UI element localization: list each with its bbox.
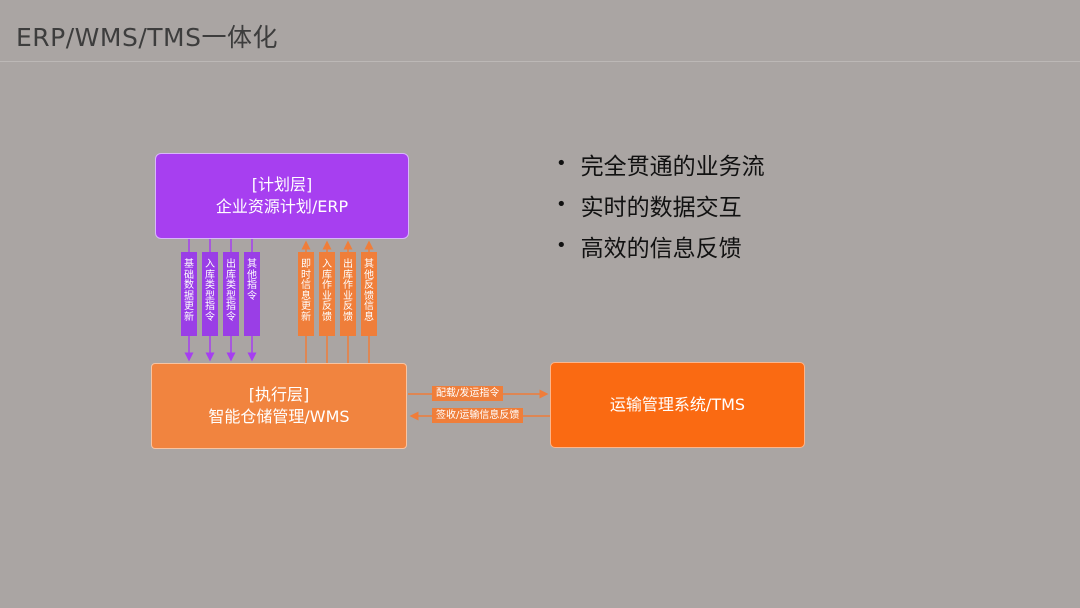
page-title: ERP/WMS/TMS一体化 — [16, 23, 278, 52]
erp-box: [计划层] 企业资源计划/ERP — [155, 153, 409, 239]
up-label-1: 即时信息更新 — [298, 252, 314, 336]
tms-box: 运输管理系统/TMS — [550, 362, 805, 448]
wms-box: [执行层] 智能仓储管理/WMS — [151, 363, 407, 449]
down-label-3: 出库类型指令 — [223, 252, 239, 336]
title-divider — [0, 61, 1080, 62]
up-label-2: 入库作业反馈 — [319, 252, 335, 336]
down-label-4: 其他指令 — [244, 252, 260, 336]
tms-system-label: 运输管理系统/TMS — [609, 395, 746, 414]
bullet-item: •高效的信息反馈 — [556, 235, 742, 262]
down-label-2: 入库类型指令 — [202, 252, 218, 336]
to-wms-label: 签收/运输信息反馈 — [432, 408, 524, 423]
bullet-list: •完全贯通的业务流 •实时的数据交互 •高效的信息反馈 — [556, 143, 765, 266]
up-label-4: 其他反馈信息 — [361, 252, 377, 336]
wms-layer-label: [执行层] — [248, 385, 310, 404]
bullet-item: •实时的数据交互 — [556, 194, 742, 221]
to-tms-label: 配载/发运指令 — [432, 386, 504, 401]
wms-system-label: 智能仓储管理/WMS — [208, 407, 350, 426]
erp-system-label: 企业资源计划/ERP — [215, 197, 349, 216]
down-label-1: 基础数据更新 — [181, 252, 197, 336]
bullet-item: •完全贯通的业务流 — [556, 153, 765, 180]
erp-layer-label: [计划层] — [251, 175, 313, 194]
up-label-3: 出库作业反馈 — [340, 252, 356, 336]
